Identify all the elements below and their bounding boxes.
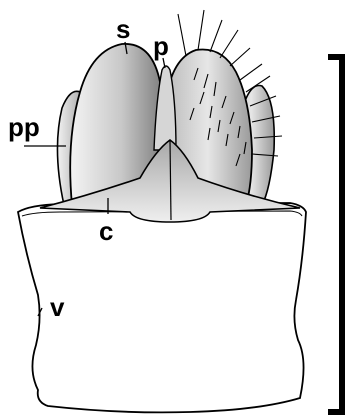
label-s: s	[116, 14, 130, 44]
label-pp: pp	[8, 112, 40, 142]
label-v: v	[50, 292, 65, 322]
label-p: p	[153, 31, 169, 61]
label-c: c	[99, 216, 113, 246]
scale-bar	[328, 57, 342, 412]
